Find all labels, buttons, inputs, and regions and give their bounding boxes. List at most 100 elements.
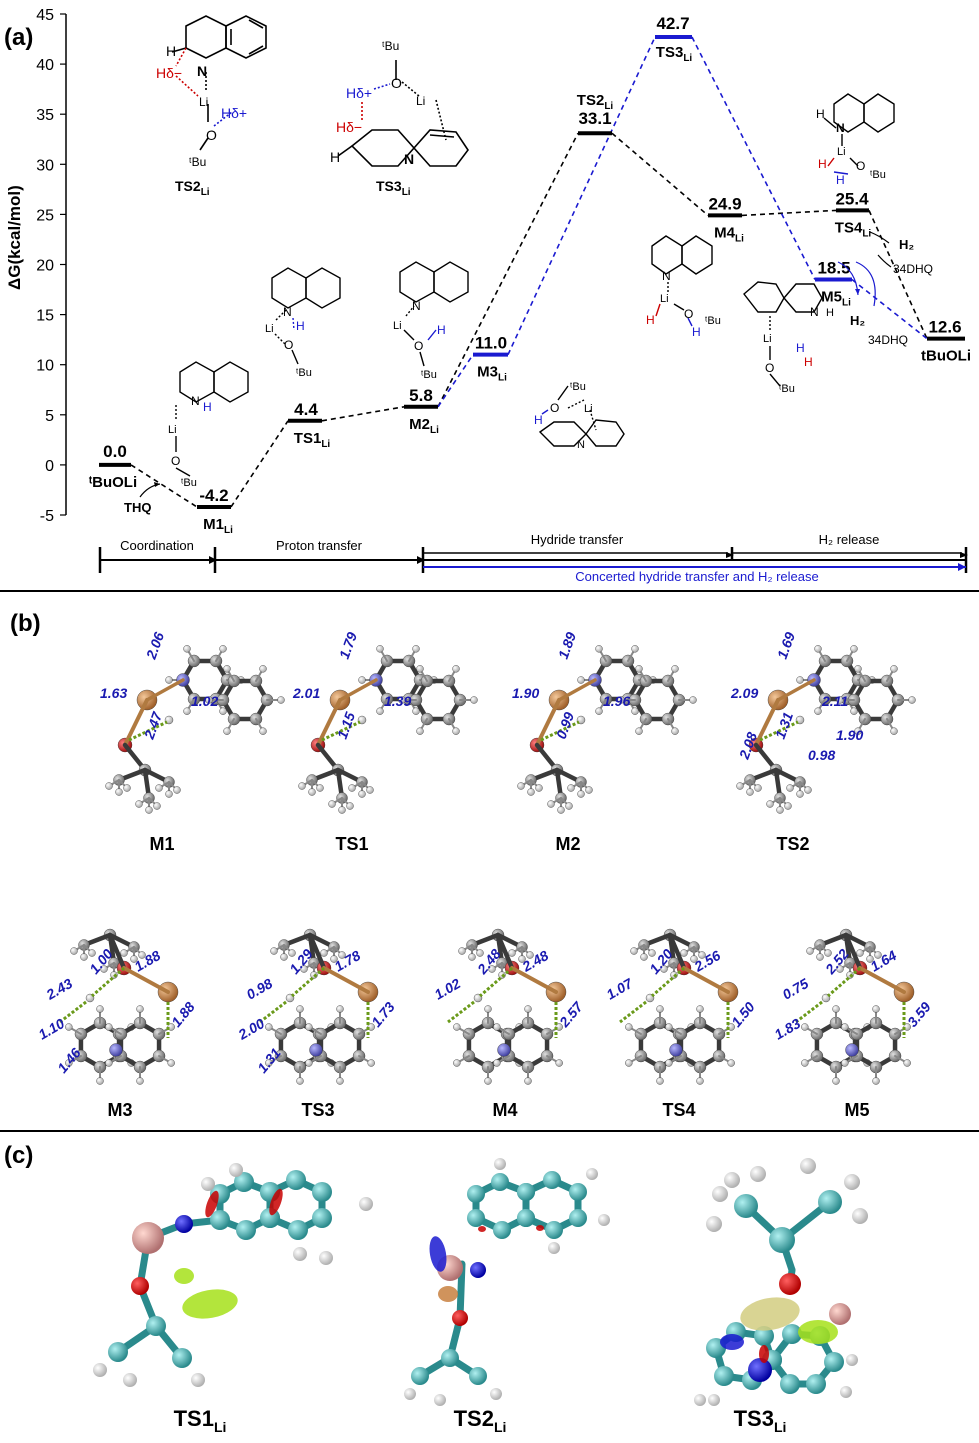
atom [416, 665, 424, 673]
svg-text:O: O [684, 307, 693, 321]
bond [322, 966, 370, 994]
svg-text:ᵗBu: ᵗBu [870, 169, 886, 181]
atom [814, 707, 822, 715]
atom [265, 1023, 273, 1031]
svg-text:ᵗBu: ᵗBu [189, 155, 206, 169]
structure-label: M3 [107, 1100, 132, 1120]
atom [330, 955, 338, 963]
atom [376, 707, 384, 715]
atom [123, 784, 131, 792]
atom [617, 696, 625, 704]
atom [890, 727, 898, 735]
dhq-label-black: 34DHQ [893, 262, 933, 276]
reaction-paths [130, 36, 928, 508]
black-path-segment [321, 405, 405, 422]
level-name: TS1Li [294, 430, 331, 450]
ts2-sketch-caption: TS2Li [175, 178, 210, 198]
svg-text:ᵗBu: ᵗBu [705, 315, 721, 327]
m4-structure-sketch [651, 235, 713, 327]
atom [453, 1059, 461, 1067]
atom [165, 676, 173, 684]
atom [806, 947, 814, 955]
atom [656, 1005, 664, 1013]
atom [359, 1197, 373, 1211]
atom [476, 949, 484, 957]
svg-text:Hδ+: Hδ+ [346, 85, 372, 101]
atom [293, 1247, 307, 1261]
atom [467, 1209, 485, 1227]
svg-text:H: H [796, 341, 805, 355]
atom [288, 1220, 308, 1240]
bond [495, 932, 515, 971]
distance-label: 1.90 [512, 685, 539, 701]
level-value: 0.0 [103, 442, 127, 461]
h-bond [479, 966, 513, 998]
panel-label-a: (a) [4, 24, 33, 51]
svg-text:ᵗBu: ᵗBu [181, 477, 197, 489]
level-value: 4.4 [294, 400, 318, 419]
ts1-sketch-labels: N Li H O ᵗBu [265, 305, 312, 379]
blue-path-segment [851, 278, 928, 340]
atom [872, 1005, 880, 1013]
atom [210, 1210, 230, 1230]
svg-text:N: N [191, 394, 200, 408]
atom [175, 1215, 193, 1233]
bond [667, 932, 687, 971]
y-tick-label: 35 [36, 107, 54, 124]
svg-text:N: N [577, 439, 585, 451]
atom [660, 965, 668, 973]
atom [296, 1005, 304, 1013]
atom [270, 947, 278, 955]
nci-surface [759, 1345, 769, 1363]
atom [493, 1059, 501, 1067]
atom [172, 1348, 192, 1368]
blue-path-segment [691, 36, 816, 280]
level-name: M2Li [409, 416, 439, 436]
atom [852, 1208, 868, 1224]
atom [801, 1023, 809, 1031]
level-name: TS2Li [577, 92, 614, 112]
atom [490, 1388, 502, 1400]
atom [801, 1059, 809, 1067]
atom [259, 665, 267, 673]
thq-label: THQ [124, 500, 151, 515]
level-value: -4.2 [199, 486, 228, 505]
atom [569, 1209, 587, 1227]
svg-text:ᵗBu: ᵗBu [779, 383, 795, 395]
atom [829, 1303, 851, 1325]
nci-surface [429, 1236, 447, 1272]
atom [467, 1185, 485, 1203]
svg-text:H: H [296, 319, 305, 333]
level-name: M1Li [203, 516, 233, 536]
bond [557, 678, 597, 702]
distance-label: 1.02 [191, 693, 218, 709]
h2-release-annotation-black: H₂ 34DHQ [869, 231, 933, 276]
atom [850, 707, 858, 715]
distance-label: 0.98 [244, 975, 276, 1003]
atom [524, 1005, 532, 1013]
atom [806, 1374, 826, 1394]
atom [441, 1349, 459, 1367]
ts2-sketch-labels: H N Hδ− Li O Hδ+ ᵗBu TS2Li [156, 43, 247, 198]
h-bond [795, 1000, 823, 1024]
svg-text:H: H [826, 307, 834, 319]
atom [265, 1059, 273, 1067]
atom [527, 788, 535, 796]
atom [136, 1077, 144, 1085]
atom [296, 1077, 304, 1085]
atom [832, 1005, 840, 1013]
stage-h2-release: H₂ release [819, 532, 880, 547]
svg-text:Hδ−: Hδ− [336, 119, 362, 135]
atom [494, 1158, 506, 1170]
atom [665, 1023, 673, 1031]
atom [298, 782, 306, 790]
atom [841, 1023, 849, 1031]
atom [470, 1262, 486, 1278]
